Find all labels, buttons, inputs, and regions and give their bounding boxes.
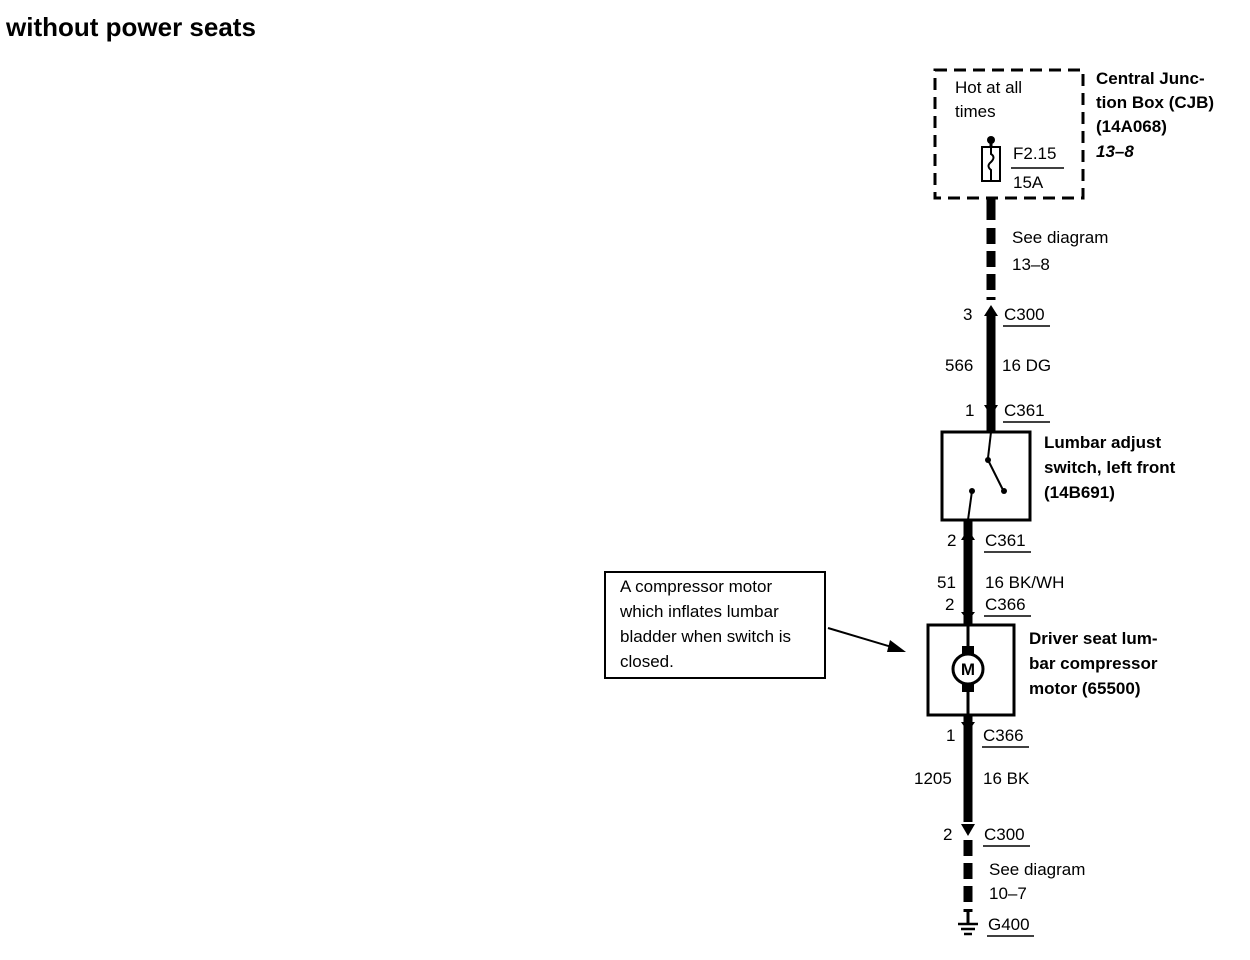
connector-c300-bottom-icon bbox=[961, 824, 975, 836]
lumbar-switch-line1: Lumbar adjust bbox=[1044, 433, 1161, 452]
see-diagram-bottom-line2: 10–7 bbox=[989, 884, 1027, 903]
motor-symbol: M bbox=[961, 660, 975, 679]
c361-top-name: C361 bbox=[1004, 401, 1045, 420]
ground-icon bbox=[958, 912, 978, 936]
motor-icon bbox=[951, 625, 985, 715]
callout-line2: which inflates lumbar bbox=[619, 602, 779, 621]
wire-1205-circuit: 1205 bbox=[914, 769, 952, 788]
switch-icon bbox=[967, 431, 1007, 521]
cjb-dashed-box bbox=[933, 68, 1085, 200]
c366-top-pin: 2 bbox=[945, 595, 954, 614]
see-diagram-top-line2: 13–8 bbox=[1012, 255, 1050, 274]
fuse-rating: 15A bbox=[1013, 173, 1044, 192]
c300-top-pin: 3 bbox=[963, 305, 972, 324]
c366-bottom-pin: 1 bbox=[946, 726, 955, 745]
lumbar-switch-line2: switch, left front bbox=[1044, 458, 1176, 477]
c361-bottom-pin: 2 bbox=[947, 531, 956, 550]
connector-c300-top-icon bbox=[984, 305, 998, 316]
c361-top-pin: 1 bbox=[965, 401, 974, 420]
cjb-part-number: (14A068) bbox=[1096, 117, 1167, 136]
see-diagram-top-line1: See diagram bbox=[1012, 228, 1108, 247]
ground-name: G400 bbox=[988, 915, 1030, 934]
cjb-name-line2: tion Box (CJB) bbox=[1096, 93, 1214, 112]
callout-box bbox=[604, 571, 826, 679]
motor-name-line3: motor (65500) bbox=[1029, 679, 1140, 698]
lumbar-switch-line3: (14B691) bbox=[1044, 483, 1115, 502]
fuse-icon bbox=[981, 136, 1001, 182]
connector-c366-top-icon bbox=[961, 612, 975, 621]
c300-top-name: C300 bbox=[1004, 305, 1045, 324]
cjb-ref: 13–8 bbox=[1096, 142, 1134, 161]
wire-566-circuit: 566 bbox=[945, 356, 973, 375]
see-diagram-bottom-line1: See diagram bbox=[989, 860, 1085, 879]
callout-line3: bladder when switch is bbox=[620, 627, 791, 646]
connector-c361-top-icon bbox=[984, 405, 998, 416]
c300-bottom-name: C300 bbox=[984, 825, 1025, 844]
motor-name-line2: bar compressor bbox=[1029, 654, 1158, 673]
cjb-hot-line2: times bbox=[955, 102, 996, 121]
fuse-id: F2.15 bbox=[1013, 144, 1056, 163]
c361-bottom-name: C361 bbox=[985, 531, 1026, 550]
lumbar-switch-box bbox=[940, 430, 1032, 522]
wire-1205-spec: 16 BK bbox=[983, 769, 1030, 788]
c366-bottom-name: C366 bbox=[983, 726, 1024, 745]
callout-arrow-icon bbox=[827, 627, 906, 652]
cjb-hot-line1: Hot at all bbox=[955, 78, 1022, 97]
cjb-name-line1: Central Junc- bbox=[1096, 69, 1205, 88]
motor-name-line1: Driver seat lum- bbox=[1029, 629, 1158, 648]
callout-line4: closed. bbox=[620, 652, 674, 671]
callout-line1: A compressor motor bbox=[620, 577, 772, 596]
wire-51-circuit: 51 bbox=[937, 573, 956, 592]
wire-566-spec: 16 DG bbox=[1002, 356, 1051, 375]
c366-top-name: C366 bbox=[985, 595, 1026, 614]
wire-51-spec: 16 BK/WH bbox=[985, 573, 1064, 592]
diagram-title: without power seats bbox=[5, 12, 256, 42]
c300-bottom-pin: 2 bbox=[943, 825, 952, 844]
